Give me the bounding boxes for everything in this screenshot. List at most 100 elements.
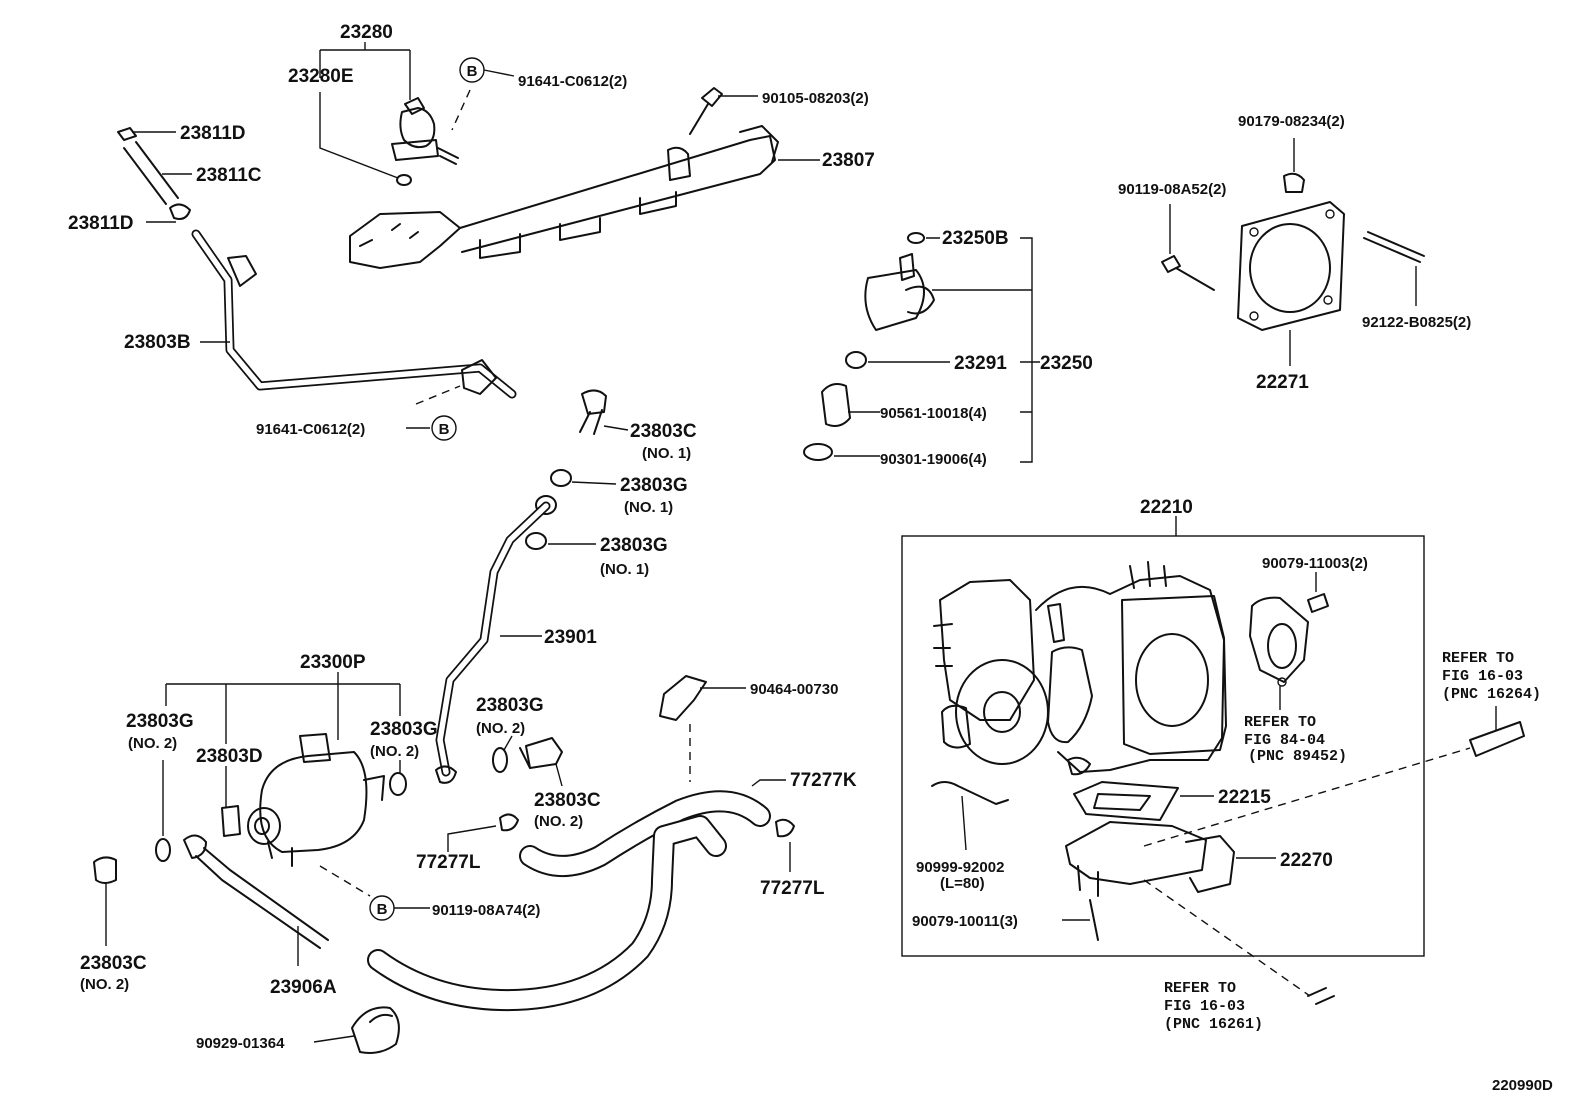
label-23807: 23807 [822,150,875,171]
label-90079-10011: 90079-10011(3) [912,913,1018,930]
injector-drawing [803,232,935,461]
label-23811C: 23811C [196,165,262,186]
label-23300P: 23300P [300,652,366,673]
leader-90999 [961,795,967,851]
label-23250B: 23250B [942,228,1009,249]
label-92122: 92122-B0825(2) [1362,314,1471,331]
label-23803B: 23803B [124,332,191,353]
label-23280: 23280 [340,22,393,43]
callout-b-top: B [459,57,485,83]
label-90561: 90561-10018(4) [880,405,987,422]
union-bolt-23803c-drawing [525,389,607,550]
note-no2-bottom: (NO. 2) [80,976,129,993]
vacuum-hose-drawing [351,675,795,1054]
label-90079-11003: 90079-11003(2) [1262,555,1368,572]
label-90999-length: (L=80) [940,875,985,892]
note-no1-a: (NO. 1) [642,445,691,462]
svg-text:B: B [377,901,388,918]
note-no2-c: (NO. 2) [534,813,583,830]
label-22271: 22271 [1256,372,1309,393]
gasket-22271-drawing [1161,172,1425,331]
label-22270: 22270 [1280,850,1333,871]
label-90301: 90301-19006(4) [880,451,987,468]
label-91641-top: 91641-C0612(2) [518,73,627,90]
label-23811D-top: 23811D [180,123,246,144]
ref-16264-line3: (PNC 16264) [1442,686,1541,703]
leader-90929 [313,1035,355,1043]
label-90999: 90999-92002 [916,859,1004,876]
note-no1-c: (NO. 1) [600,561,649,578]
label-91641-low: 91641-C0612(2) [256,421,365,438]
label-90464: 90464-00730 [750,681,838,698]
label-22210: 22210 [1140,497,1193,518]
label-23250: 23250 [1040,353,1093,374]
label-23803C-no1: 23803C [630,421,697,442]
label-23803G-b: 23803G [600,535,668,556]
ref-16264-line1: REFER TO [1442,650,1514,667]
leader-23280E [319,92,399,179]
ref-89452-line3: (PNC 89452) [1248,748,1347,765]
leader-23280 [319,42,411,100]
diagram-id: 220990D [1492,1077,1553,1094]
label-23280E: 23280E [288,66,354,87]
label-90119-74: 90119-08A74(2) [432,902,540,919]
svg-text:B: B [467,63,478,80]
ref-16261-line1: REFER TO [1164,980,1236,997]
label-77277L-a: 77277L [416,852,481,873]
label-90929: 90929-01364 [196,1035,285,1052]
fuel-hose-23901-drawing [435,501,551,784]
dash-ref-16261 [1143,879,1311,997]
ref-16261-line2: FIG 16-03 [1164,998,1245,1015]
hose-ref-16261 [1307,987,1335,1005]
note-no1-b: (NO. 1) [624,499,673,516]
note-no2-left: (NO. 2) [128,735,177,752]
label-23901: 23901 [544,627,597,648]
svg-text:B: B [439,421,450,438]
label-23803C-no2: 23803C [534,790,601,811]
label-90105: 90105-08203(2) [762,90,869,107]
label-23803G-mid: 23803G [370,719,438,740]
label-23291: 23291 [954,353,1007,374]
throttle-body-drawing [931,561,1329,941]
label-23803G-right: 23803G [476,695,544,716]
throttle-body-box [901,535,1425,957]
leader-23803G-right [503,735,513,751]
label-90179: 90179-08234(2) [1238,113,1345,130]
label-23803D: 23803D [196,746,263,767]
label-23803G-a: 23803G [620,475,688,496]
leader-77277K [751,779,786,787]
leader-23250 [834,237,1040,463]
pressure-damper-drawing [93,733,563,949]
note-no2-mid: (NO. 2) [370,743,419,760]
leader-23803G-a [571,481,617,485]
dash-b-bottom [319,865,371,897]
leader-23300P [165,672,401,744]
label-90119-52: 90119-08A52(2) [1118,181,1226,198]
leader-23803C-no1 [603,425,629,431]
label-77277L-b: 77277L [760,878,825,899]
leader-23803C-no2 [555,763,563,787]
fuel-pipe-23803b-drawing [117,127,517,399]
label-22215: 22215 [1218,787,1271,808]
label-23803G-left: 23803G [126,711,194,732]
label-23811D-left: 23811D [68,213,134,234]
ref-16261-line3: (PNC 16261) [1164,1016,1263,1033]
hose-ref-16264 [1469,721,1525,757]
ref-89452-line1: REFER TO [1244,714,1316,731]
dash-ref-16264 [1143,747,1471,847]
pressure-regulator-drawing [391,97,459,186]
ref-89452-line2: FIG 84-04 [1244,732,1325,749]
ref-16264-line2: FIG 16-03 [1442,668,1523,685]
callout-b-bottom: B [369,895,395,921]
leader-77277L-a [447,825,497,852]
label-77277K: 77277K [790,770,857,791]
label-23803C-bottom: 23803C [80,953,147,974]
fuel-rail-drawing [349,87,779,269]
dash-b-top [451,89,471,131]
note-no2-right: (NO. 2) [476,720,525,737]
callout-b-low: B [431,415,457,441]
label-23906A: 23906A [270,977,337,998]
dash-b-low [415,385,461,405]
leader-91641-top [483,69,515,77]
